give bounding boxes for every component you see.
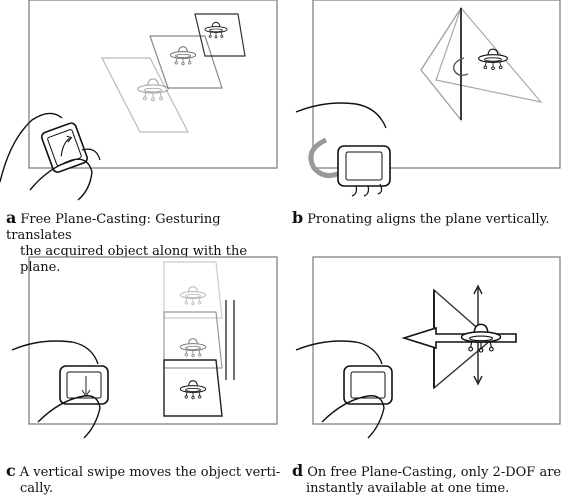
caption-label: a (6, 208, 17, 227)
caption-text-line2: cally. (20, 481, 54, 496)
screen-frame (312, 256, 561, 425)
panel-b-illustration (295, 0, 561, 197)
caption-text-line1: Pronating aligns the plane vertically. (307, 212, 550, 227)
ufo-object (179, 380, 207, 400)
caption-label: b (292, 208, 304, 227)
plane-middle (163, 311, 223, 369)
caption-text-line1: Free Plane-Casting: Gesturing translates (6, 212, 221, 243)
ufo-object (477, 48, 509, 71)
caption-text-line2: instantly available at one time. (306, 481, 510, 496)
plane-top (163, 261, 223, 319)
panel-d-illustration (295, 256, 561, 439)
hand-outline (295, 102, 387, 129)
plane-front (194, 13, 246, 57)
screen-frame (28, 256, 278, 425)
hand-outline (295, 340, 383, 365)
caption-label: d (292, 461, 304, 480)
caption-text-line2: the acquired object along with the plane… (20, 244, 248, 275)
panel-a-illustration (0, 0, 278, 201)
phone (343, 365, 393, 405)
ufo-object (204, 21, 228, 39)
rotation-arrow-icon (453, 57, 469, 77)
ufo-ghost-1 (137, 78, 169, 102)
phone (337, 145, 391, 187)
caption-label: c (6, 461, 16, 480)
plane-middle (149, 35, 223, 89)
panel-c-illustration (11, 256, 278, 439)
ufo-ghost-1 (179, 286, 207, 306)
hand-outline (11, 340, 99, 365)
screen-frame (312, 0, 561, 169)
hand-outline (0, 112, 63, 183)
caption-text-line1: On free Plane-Casting, only 2-DOF are (307, 465, 562, 480)
plane-bottom (163, 359, 223, 417)
ufo-ghost-2 (169, 46, 197, 66)
phone (59, 365, 109, 405)
ufo-ghost-2 (179, 338, 207, 358)
rotate-gesture-icon (308, 137, 348, 178)
plane-far-back (101, 57, 189, 133)
caption-text-line1: A vertical swipe moves the object verti- (19, 465, 281, 480)
horizontal-arrow-icon (401, 326, 517, 350)
phone (40, 122, 88, 173)
screen-frame (28, 0, 278, 169)
ufo-object (460, 323, 502, 353)
